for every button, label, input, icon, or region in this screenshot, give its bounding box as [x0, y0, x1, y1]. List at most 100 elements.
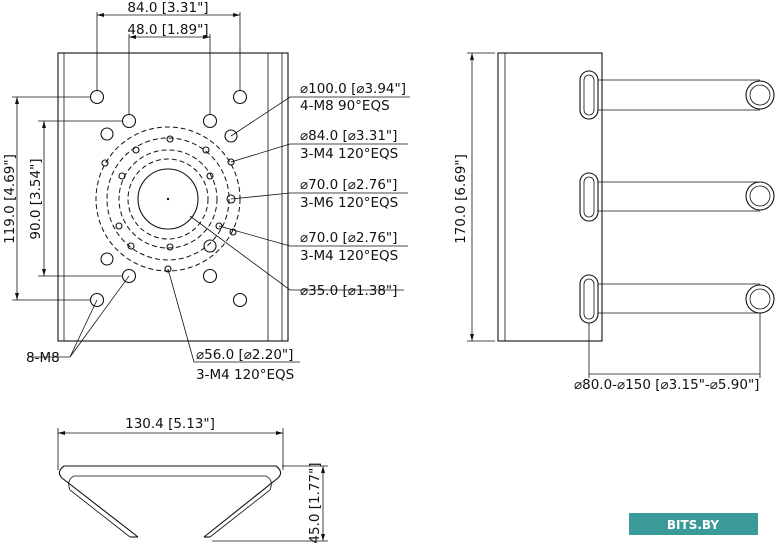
m8-hole: [121, 113, 137, 129]
callout-dia-84: ⌀84.0 [⌀3.31"]: [300, 128, 397, 144]
strap-slot: [579, 172, 599, 222]
m4-hole: [164, 265, 172, 273]
dim-pole-range: ⌀80.0-⌀150 [⌀3.15"-⌀5.90"]: [574, 377, 759, 393]
strap-middle: [579, 172, 775, 222]
leader-line: [230, 143, 408, 163]
m4-hole: [166, 135, 174, 143]
arrow: [321, 466, 325, 473]
arrow: [58, 431, 65, 435]
circle-100-dashed: [95, 126, 241, 272]
m4-hole: [229, 228, 237, 236]
m8-hole: [224, 129, 238, 143]
side-bracket-body: [497, 52, 603, 342]
m4-hole: [115, 222, 123, 230]
dim-width-outer: 84.0 [3.31"]: [127, 0, 208, 16]
arrow: [15, 293, 19, 300]
arrow: [129, 35, 136, 39]
m8-hole: [202, 113, 218, 129]
m8-hole: [232, 292, 248, 308]
arrow: [15, 97, 19, 104]
front-view: 84.0 [3.31"] 48.0 [1.89"] 119.0 [4.69"] …: [2, 0, 410, 383]
m8-holes: [89, 89, 248, 308]
m4-hole: [101, 159, 109, 167]
m8-hole: [203, 239, 217, 253]
strap-slot: [579, 274, 599, 324]
strap-loop-inner: [749, 288, 771, 310]
front-plate-outline: [57, 52, 289, 342]
callout-4-m8: 4-M8 90°EQS: [300, 98, 390, 114]
arrow: [321, 534, 325, 541]
arrow: [233, 13, 240, 17]
dim-side-height: 170.0 [6.69"]: [453, 154, 469, 244]
leader-line: [189, 215, 404, 291]
m8-90-holes: [100, 127, 238, 266]
callout-dia-100: ⌀100.0 [⌀3.94"]: [300, 81, 406, 97]
leader-line: [218, 225, 408, 247]
strap-slot-inner: [583, 176, 595, 218]
m6-hole: [226, 194, 236, 204]
m8-hole: [121, 268, 137, 284]
m8-hole: [89, 292, 105, 308]
watermark-background: [629, 513, 758, 535]
arrow: [470, 334, 474, 341]
callout-3-m4-56: 3-M4 120°EQS: [196, 367, 294, 383]
m4-hole: [202, 146, 210, 154]
watermark-badge: BITS.BY: [629, 513, 758, 535]
callout-dia-35: ⌀35.0 [⌀1.38"]: [300, 283, 397, 299]
top-bracket-inner: [68, 475, 272, 538]
arrow: [42, 121, 46, 128]
leader-line: [230, 96, 410, 137]
small-holes: [101, 135, 237, 273]
strap-top: [579, 70, 775, 120]
arrow: [97, 13, 104, 17]
m8-hole: [100, 127, 114, 141]
m4-hole: [127, 242, 135, 250]
callout-dia-70-m6: ⌀70.0 [⌀2.76"]: [300, 177, 397, 193]
m4-hole: [227, 158, 235, 166]
m4-hole: [166, 243, 174, 251]
strap-slot-inner: [583, 278, 595, 320]
top-view: 130.4 [5.13"] 45.0 [1.77"]: [57, 416, 328, 544]
dim-top-width: 130.4 [5.13"]: [125, 416, 215, 432]
m8-hole: [89, 89, 105, 105]
callout-dia-70-m4: ⌀70.0 [⌀2.76"]: [300, 230, 397, 246]
callout-3-m4-84: 3-M4 120°EQS: [300, 146, 398, 162]
center-mark: [166, 197, 170, 201]
dim-height-outer: 119.0 [4.69"]: [2, 154, 18, 244]
strap-loop-inner: [749, 84, 771, 106]
strap-slot-inner: [583, 74, 595, 116]
leader-line: [167, 268, 300, 363]
m4-hole: [215, 222, 223, 230]
dim-height-inner: 90.0 [3.54"]: [28, 158, 44, 239]
callout-dia-56: ⌀56.0 [⌀2.20"]: [196, 347, 293, 363]
strap-slot: [579, 70, 599, 120]
watermark-text: BITS.BY: [667, 518, 719, 532]
arrow: [42, 269, 46, 276]
m4-hole: [132, 146, 140, 154]
arrow: [470, 53, 474, 60]
leader-line: [69, 299, 98, 358]
circle-84-dashed: [106, 137, 230, 261]
leader-line: [230, 192, 408, 200]
label-8-m8: 8-M8: [26, 350, 60, 366]
callout-3-m6: 3-M6 120°EQS: [300, 195, 398, 211]
strap-loop-inner: [749, 185, 771, 207]
center-hole-35: [137, 168, 199, 230]
m4-hole: [118, 172, 126, 180]
circle-56-dashed: [127, 158, 209, 240]
top-bracket-outer: [58, 465, 282, 538]
strap-bottom: [579, 274, 775, 324]
arrow: [203, 35, 210, 39]
dim-width-inner: 48.0 [1.89"]: [127, 22, 208, 38]
m8-hole: [232, 89, 248, 105]
circle-70-dashed: [118, 149, 218, 249]
arrow: [276, 431, 283, 435]
strap-loop: [745, 181, 775, 211]
m4-hole: [206, 172, 214, 180]
m8-hole: [100, 252, 114, 266]
callout-3-m4-70: 3-M4 120°EQS: [300, 248, 398, 264]
dim-top-height: 45.0 [1.77"]: [307, 462, 323, 543]
side-view: 170.0 [6.69"]: [453, 52, 775, 393]
